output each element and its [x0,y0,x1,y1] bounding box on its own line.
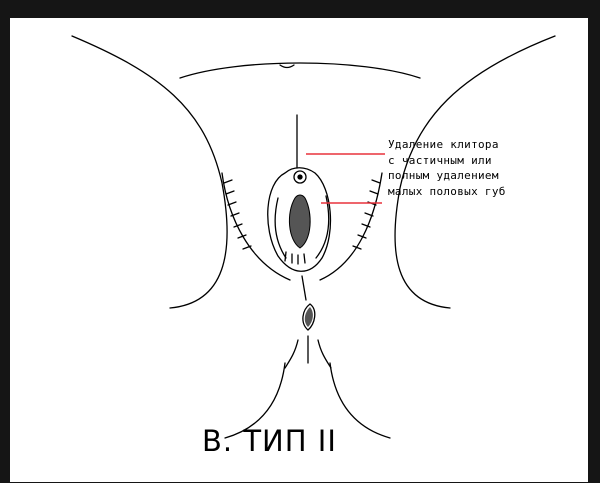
left-inner-crease [222,173,290,280]
anus-fill [305,307,313,327]
anatomy-illustration [10,18,588,482]
annotation-text: Удаление клитора с частичным или полным … [388,137,506,199]
annotation-line: полным удалением [388,168,506,184]
right-buttock-outline [330,363,390,438]
annotation-line: с частичным или [388,153,506,169]
annotation-line: малых половых губ [388,184,506,200]
left-thigh-outline [72,36,227,308]
diagram-canvas: Удаление клитора с частичным или полным … [10,18,588,482]
abdomen-outline [180,63,420,78]
annotation-line: Удаление клитора [388,137,506,153]
right-inner-crease [320,173,382,280]
vaginal-opening [289,195,310,248]
diagram-caption: B. ТИП II [202,424,337,458]
navel-mark [280,65,294,68]
perineum-line [302,276,306,300]
